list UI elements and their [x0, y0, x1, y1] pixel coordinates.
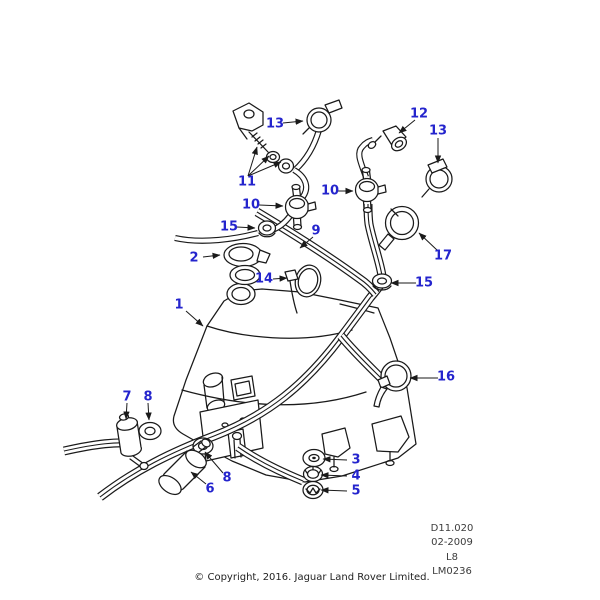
part-2-filler-cap: [223, 242, 271, 286]
part-16-clip: [373, 360, 412, 408]
part-10-valve-left: [284, 183, 317, 231]
callout-4[interactable]: 4: [351, 469, 360, 484]
callout-leader-4: [320, 472, 348, 479]
callout-leader-10: [258, 202, 284, 209]
copyright-notice: © Copyright, 2016. Jaguar Land Rover Lim…: [194, 572, 430, 583]
part-13-clip-right: [421, 158, 453, 198]
part-3-washer: [302, 448, 326, 468]
callout-leader-11: [247, 161, 282, 177]
callout-13[interactable]: 13: [266, 117, 284, 132]
part-12-elbow-connector: [367, 125, 408, 152]
part-6-pump: [158, 438, 211, 496]
callout-9[interactable]: 9: [311, 224, 320, 239]
callout-7[interactable]: 7: [122, 390, 131, 405]
part-11-jet-assembly: [232, 102, 295, 174]
callout-5[interactable]: 5: [351, 484, 360, 499]
callout-leader-8: [145, 402, 152, 421]
callout-17[interactable]: 17: [434, 249, 452, 264]
callout-2[interactable]: 2: [189, 251, 198, 266]
callout-8[interactable]: 8: [222, 471, 231, 486]
callout-8[interactable]: 8: [143, 390, 152, 405]
callout-15[interactable]: 15: [220, 220, 238, 235]
callout-1[interactable]: 1: [174, 298, 183, 313]
callout-leader-9: [299, 236, 314, 249]
part-13-clip-left: [302, 99, 343, 135]
drawing-reference-block: D11.020 02-2009 L8 LM0236: [402, 522, 502, 579]
callout-leader-8: [204, 451, 224, 474]
callout-10[interactable]: 10: [321, 184, 339, 199]
callout-16[interactable]: 16: [437, 370, 455, 385]
callout-13[interactable]: 13: [429, 124, 447, 139]
callout-leader-11: [247, 146, 258, 177]
ref-model-code: L8: [446, 551, 458, 563]
part-17-clamp: [378, 205, 420, 251]
ref-catalogue-code: LM0236: [432, 565, 472, 577]
callout-leader-17: [418, 232, 439, 252]
part-15-grommet-right: [371, 273, 393, 291]
callout-leader-6: [190, 471, 207, 485]
part-4-nut: [302, 465, 324, 483]
part-10-valve-right: [354, 166, 387, 214]
part-5-cap: [302, 480, 324, 500]
part-15-connector-top: [257, 220, 277, 238]
callout-leader-7: [123, 402, 130, 420]
callout-leader-14: [272, 275, 288, 282]
callout-10[interactable]: 10: [242, 198, 260, 213]
callout-leader-3: [322, 456, 348, 463]
ref-drawing-number: D11.020: [430, 523, 474, 534]
callout-leader-11: [247, 155, 270, 177]
callout-leader-5: [320, 487, 348, 494]
callout-6[interactable]: 6: [205, 482, 214, 497]
callout-11[interactable]: 11: [238, 175, 256, 190]
callout-leader-12: [398, 119, 416, 134]
part-14-cable-tie: [284, 264, 322, 314]
ref-date: 02-2009: [431, 537, 473, 549]
callout-leader-1: [185, 310, 204, 327]
callout-3[interactable]: 3: [351, 453, 360, 468]
part-8-seal-top: [138, 421, 162, 441]
callout-12[interactable]: 12: [410, 107, 428, 122]
part-7-pump: [116, 413, 149, 471]
callout-15[interactable]: 15: [415, 276, 433, 291]
callout-leader-13: [282, 118, 304, 125]
callout-leader-15: [236, 224, 256, 231]
callout-leader-2: [202, 252, 221, 260]
callout-14[interactable]: 14: [255, 272, 273, 287]
